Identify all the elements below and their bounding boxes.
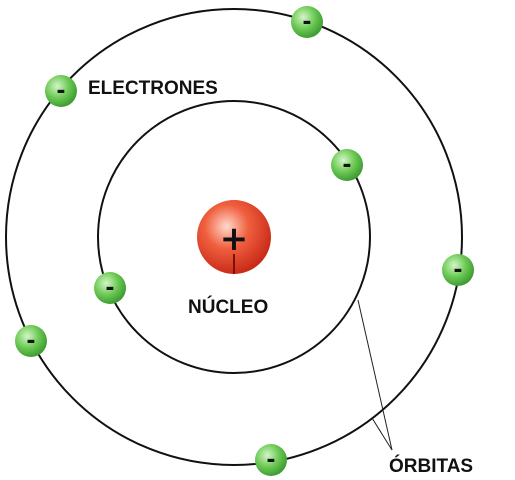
svg-text:-: - xyxy=(302,10,311,35)
electrons-label: ELECTRONES xyxy=(88,78,218,99)
orbits-label: ÓRBITAS xyxy=(389,455,473,477)
electron: - xyxy=(331,149,363,181)
outer-orbit xyxy=(5,8,463,466)
orbits-pointer-line-outer xyxy=(371,417,393,451)
svg-text:-: - xyxy=(56,79,65,104)
orbits-pointer-line-inner xyxy=(357,299,393,451)
svg-text:-: - xyxy=(26,329,35,354)
electron: - xyxy=(291,6,323,38)
svg-text:-: - xyxy=(266,448,275,473)
svg-text:-: - xyxy=(105,276,114,301)
electron: - xyxy=(442,254,474,286)
svg-text:-: - xyxy=(453,258,462,283)
electron: - xyxy=(255,444,287,476)
nucleus-label: NÚCLEO xyxy=(188,296,268,318)
nucleus: + xyxy=(197,200,271,274)
electron: - xyxy=(94,272,126,304)
nucleus-sphere xyxy=(197,200,271,274)
inner-orbit xyxy=(97,100,371,374)
electron: - xyxy=(45,75,77,107)
nucleus-charge-symbol: + xyxy=(220,219,249,259)
svg-text:-: - xyxy=(342,153,351,178)
electron: - xyxy=(15,325,47,357)
